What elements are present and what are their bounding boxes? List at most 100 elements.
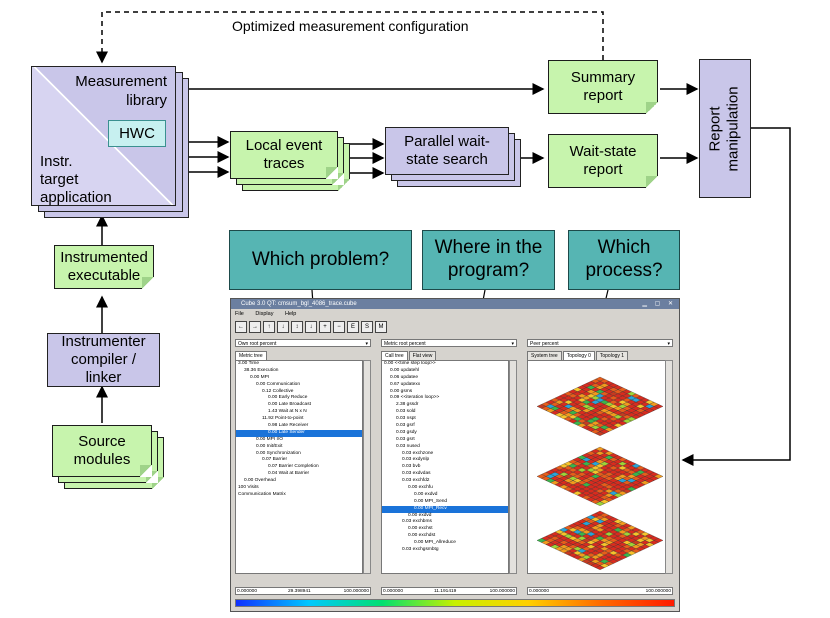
tree-row[interactable]: 0.09 <<iteration loop>> — [390, 395, 440, 401]
tree-row[interactable]: 0.03 gsrt — [396, 436, 415, 442]
tree-row[interactable]: 0.03 exchgsmbtg — [402, 547, 439, 553]
call-tree-scrollbar[interactable] — [509, 360, 517, 574]
tree-row[interactable]: 0.03 bvb — [402, 464, 421, 470]
local-event-traces-box: Local event traces — [230, 131, 338, 179]
tree-row[interactable]: 3.00 Time — [238, 361, 260, 366]
topology-grids — [536, 376, 664, 570]
tree-row[interactable]: 0.00 Synchronization — [256, 450, 301, 456]
toolbar-button-7[interactable]: + — [319, 321, 331, 333]
chevron-down-icon: ▾ — [365, 341, 368, 347]
tree-row[interactable]: 0.00 MPI I/O — [256, 436, 283, 442]
tree-row[interactable]: 0.00 Communication — [256, 381, 300, 387]
tree-row[interactable]: 0.00 exchfu — [408, 485, 433, 491]
tab-flat-view[interactable]: Flat view — [408, 351, 437, 360]
cube-menubar: File Display Help — [231, 310, 679, 318]
menu-display[interactable]: Display — [255, 311, 274, 317]
tree-row[interactable]: 0.00 MPI_Recv — [382, 505, 508, 513]
instrumented-executable-box: Instrumented executable — [54, 245, 154, 289]
instrumented-executable-label: Instrumented executable — [60, 249, 148, 284]
topology-scrollbar[interactable] — [665, 360, 673, 574]
toolbar-button-6[interactable]: ↓ — [305, 321, 317, 333]
calltree-mode-value: Metric root percent — [384, 341, 426, 347]
measurement-label: Measurement — [75, 73, 167, 90]
tree-row[interactable]: 0.00 exchst — [408, 526, 433, 532]
cube-titlebar: Cube 3.0 QT: cmsum_bgl_4086_trace.cube ▁… — [231, 299, 679, 309]
which-process-label: Which process? — [585, 237, 663, 281]
tree-row[interactable]: 0.00 Init/Exit — [256, 443, 283, 449]
tree-row[interactable]: 0.06 updatee — [390, 374, 419, 380]
tab-system-tree[interactable]: System tree — [527, 351, 562, 360]
summary-report-label: Summary report — [570, 69, 636, 104]
tree-row[interactable]: 0.00 exchdst — [408, 533, 436, 539]
tree-row[interactable]: 0.00 <<time step loop>> — [384, 361, 436, 366]
tree-row[interactable]: 38.36 Execution — [244, 367, 279, 373]
calltree-scale-min: 0.000000 — [383, 589, 404, 594]
instrumented-application-box: Measurement library HWC Instr. target ap… — [31, 66, 176, 206]
toolbar-button-1[interactable]: ← — [235, 321, 247, 333]
tree-row[interactable]: 0.00 Late Sender — [236, 429, 362, 437]
toolbar-button-3[interactable]: ↑ — [263, 321, 275, 333]
tree-row[interactable]: 0.00 gsms — [390, 388, 413, 394]
hwc-label: HWC — [119, 124, 155, 142]
tree-row[interactable]: 0.98 Late Receiver — [268, 423, 309, 429]
toolbar-button-10[interactable]: S — [361, 321, 373, 333]
topology-view[interactable] — [527, 360, 673, 574]
tree-row[interactable]: 0.03 exchbms — [402, 519, 432, 525]
tab-topology-0[interactable]: Topology 0 — [562, 351, 595, 360]
tree-row[interactable]: 0.00 exdvd — [408, 512, 432, 518]
tab-metric-tree[interactable]: Metric tree — [235, 351, 267, 360]
tree-row[interactable]: 2.38 gssdr — [396, 402, 419, 408]
metric-mode-dropdown[interactable]: Own root percent▾ — [235, 339, 371, 347]
target-label: target — [40, 171, 79, 188]
toolbar-button-2[interactable]: → — [249, 321, 261, 333]
menu-help[interactable]: Help — [284, 311, 297, 317]
tree-row[interactable]: 0.03 gsrf — [396, 423, 415, 429]
tree-row[interactable]: 11.92 Point-to-point — [262, 416, 304, 422]
toolbar-button-9[interactable]: E — [347, 321, 359, 333]
tree-row[interactable]: 0.04 Wait at Barrier — [268, 471, 310, 477]
tree-row[interactable]: 0.12 Collective — [262, 388, 294, 394]
tree-row[interactable]: 0.00 MPI_Allreduce — [414, 540, 456, 546]
calltree-mode-dropdown[interactable]: Metric root percent▾ — [381, 339, 517, 347]
tree-row[interactable]: 1.43 Wait at N x N — [268, 409, 307, 415]
source-modules-box: Source modules — [52, 425, 152, 477]
tree-row[interactable]: 0.07 Barrier — [262, 457, 288, 463]
toolbar-button-4[interactable]: ↓ — [277, 321, 289, 333]
waitstate-report-box: Wait-state report — [548, 134, 658, 188]
tree-row[interactable]: 0.03 exchfd2 — [402, 478, 430, 484]
tab-call-tree[interactable]: Call tree — [381, 351, 408, 360]
tree-row[interactable]: 0.03 gsdy — [396, 429, 417, 435]
tree-row[interactable]: 0.03 sold — [396, 409, 416, 415]
tree-row[interactable]: 0.00 updatehl — [390, 367, 420, 373]
tree-row[interactable]: 0.03 nspt — [396, 416, 416, 422]
source-modules-label: Source modules — [73, 433, 131, 468]
tab-topology-1[interactable]: Topology 1 — [595, 351, 629, 360]
system-mode-value: Peer percent — [530, 341, 559, 347]
metric-tree-scrollbar[interactable] — [363, 360, 371, 574]
tree-row[interactable]: 100 Visits — [238, 485, 259, 491]
tree-row[interactable]: 0.03 exchzone — [402, 450, 434, 456]
tree-row[interactable]: 0.03 exdynlp — [402, 457, 430, 463]
parallel-search-box: Parallel wait-state search — [385, 127, 509, 175]
window-controls[interactable]: ▁ ▢ ✕ — [642, 301, 676, 307]
system-mode-dropdown[interactable]: Peer percent▾ — [527, 339, 673, 347]
tree-row[interactable]: 0.03 exdvdas — [402, 471, 431, 477]
metric-tabs: Metric tree — [235, 351, 268, 360]
tree-row[interactable]: Communication Matrix — [238, 491, 286, 497]
tree-row[interactable]: 0.00 Early Reduce — [268, 395, 308, 401]
toolbar-button-5[interactable]: ↕ — [291, 321, 303, 333]
toolbar-button-8[interactable]: − — [333, 321, 345, 333]
application-label: application — [40, 189, 112, 206]
tree-row[interactable]: 0.00 MPI — [250, 374, 270, 380]
tree-row[interactable]: 0.67 updatexx — [390, 381, 421, 387]
tree-row[interactable]: 0.00 Late Broadcast — [268, 402, 311, 408]
menu-file[interactable]: File — [235, 311, 244, 317]
tree-row[interactable]: 0.00 exdvd — [414, 491, 438, 497]
tree-row[interactable]: 0.00 MPI_Send — [414, 498, 448, 504]
toolbar-button-11[interactable]: M — [375, 321, 387, 333]
tree-row[interactable]: 0.00 Overhead — [244, 478, 276, 484]
tree-row[interactable]: 0.03 nused — [396, 443, 420, 449]
tree-row[interactable]: 0.07 Barrier Completion — [268, 464, 319, 470]
